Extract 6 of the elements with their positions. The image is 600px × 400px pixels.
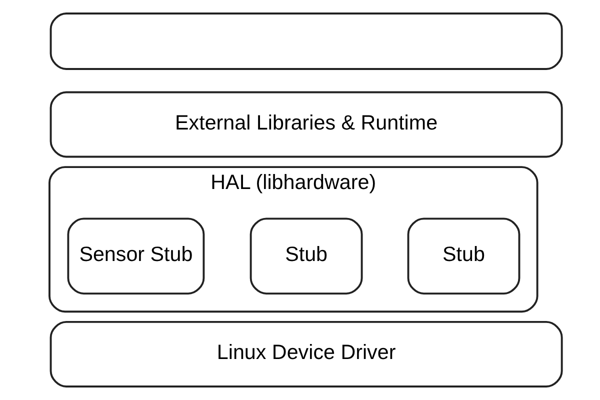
node-box: Sensor Stub (66, 218, 204, 295)
node-box: External Libraries & Runtime (49, 91, 562, 158)
node-box: Stub (406, 218, 520, 295)
node-box: Linux Device Driver (49, 321, 562, 388)
node-box (49, 12, 562, 70)
node-box: Stub (249, 218, 362, 295)
